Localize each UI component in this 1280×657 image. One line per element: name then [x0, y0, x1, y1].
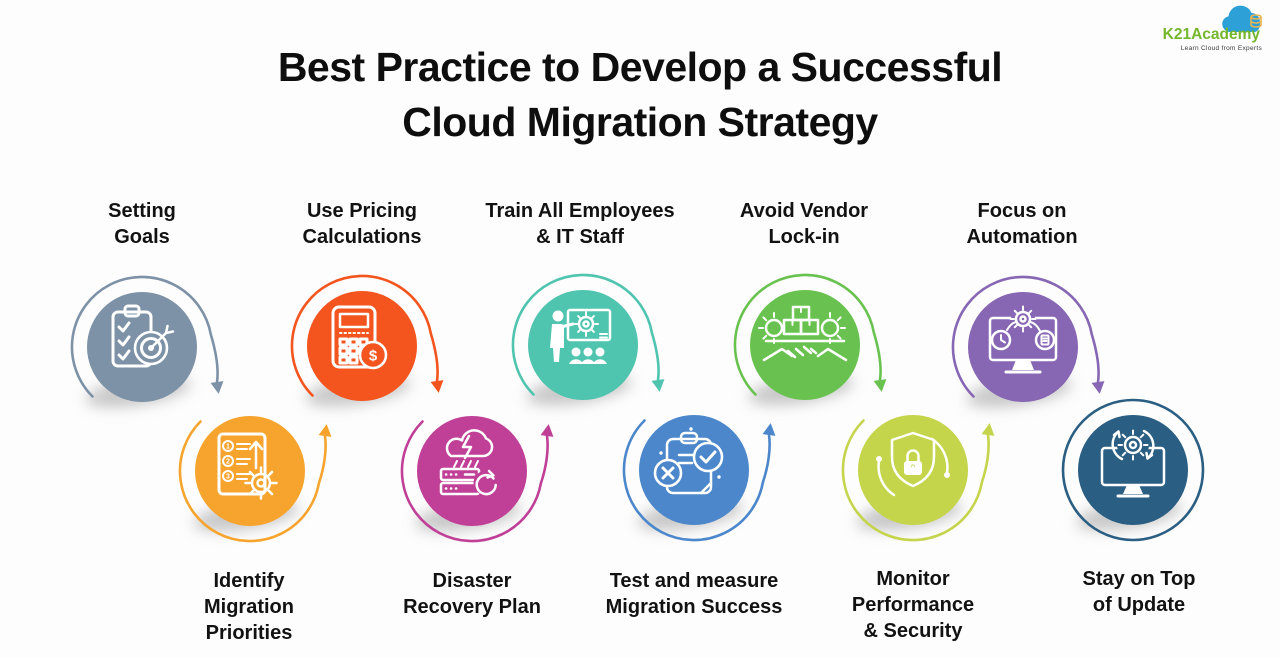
step-setting-goals [47, 252, 237, 442]
step-label-avoid-lockin: Avoid Vendor Lock-in [739, 200, 869, 248]
swirl-arrow-down-icon [951, 275, 1105, 402]
priority-list-icon: 1 2 3 [217, 432, 278, 500]
svg-text:3: 3 [226, 474, 230, 481]
shield-lock-icon [876, 431, 950, 497]
k21academy-logo: K21Academy Learn Cloud from Experts [1162, 4, 1272, 56]
swirl-arrow-up-icon [400, 416, 554, 543]
step-test-measure [599, 375, 789, 565]
swirl-arrow-down-icon [733, 273, 887, 400]
handshake-boxes-icon [758, 305, 848, 362]
step-label-disaster-recovery: Disaster Recovery Plan [403, 570, 541, 618]
svg-text:1: 1 [226, 444, 230, 451]
update-monitor-icon [1100, 429, 1166, 498]
step-disaster-recovery [377, 376, 567, 566]
step-identify-priorities: 1 2 3 [155, 376, 345, 566]
cloud-logo-icon [1222, 5, 1262, 32]
logo-brand-text: K21Academy [1162, 26, 1260, 43]
disaster-recovery-icon [439, 429, 499, 496]
calculator-dollar-icon: $ [331, 305, 388, 370]
step-stay-updated [1038, 375, 1228, 565]
step-label-setting-goals: Setting Goals [108, 200, 176, 248]
automation-monitor-icon [988, 305, 1058, 374]
step-avoid-lockin [710, 250, 900, 440]
step-label-stay-updated: Stay on Top of Update [1082, 568, 1196, 616]
step-monitor-security [818, 375, 1008, 565]
closed-ring-icon [1061, 398, 1205, 542]
training-presentation-icon [550, 308, 612, 364]
step-train-employees [488, 250, 678, 440]
test-checklist-icon [653, 427, 724, 495]
svg-text:$: $ [369, 348, 378, 365]
step-label-pricing-calculations: Use Pricing Calculations [302, 200, 422, 248]
clipboard-target-icon [111, 304, 175, 368]
step-label-identify-priorities: Identify Migration Priorities [204, 570, 294, 644]
step-label-focus-automation: Focus on Automation [966, 200, 1078, 248]
infographic-title: Best Practice to Develop a Successful Cl… [277, 44, 1003, 145]
step-label-test-measure: Test and measure Migration Success [605, 570, 783, 618]
step-focus-automation [928, 252, 1118, 442]
step-pricing-calculations: $ [267, 251, 457, 441]
svg-text:2: 2 [226, 459, 230, 466]
step-label-monitor-security: Monitor Performance & Security [851, 568, 975, 642]
step-label-train-employees: Train All Employees & IT Staff [485, 200, 675, 248]
logo-tagline: Learn Cloud from Experts [1180, 45, 1262, 52]
